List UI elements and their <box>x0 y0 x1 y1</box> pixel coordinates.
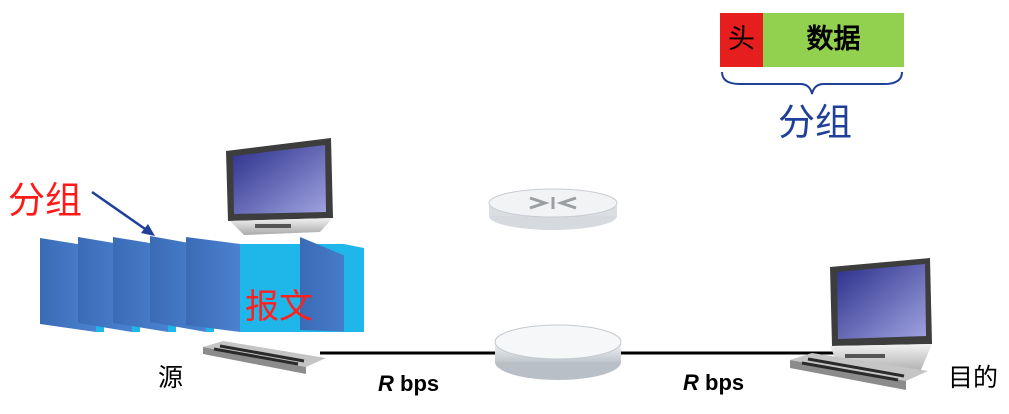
keyboard-icon <box>790 353 928 390</box>
fragment-pointer-arrow <box>91 190 155 236</box>
fragments-label: 分组 <box>8 179 82 222</box>
packet-data-block: 数据 <box>763 13 904 67</box>
destination-label: 目的 <box>948 363 999 392</box>
link-rate-label: R bps <box>378 371 439 397</box>
rate-unit: bps <box>393 371 440 396</box>
packet-fragments <box>40 236 364 332</box>
message-label: 报文 <box>245 287 313 327</box>
rate-symbol: R <box>683 370 699 395</box>
router-icon <box>488 188 618 230</box>
desktop-computer-icon <box>830 258 932 374</box>
link-rate-label: R bps <box>683 370 744 396</box>
packet-caption: 分组 <box>778 101 852 144</box>
rate-unit: bps <box>698 370 745 395</box>
rate-symbol: R <box>378 371 394 396</box>
packet-header-block: 头 <box>720 13 763 67</box>
router-icon <box>494 324 622 380</box>
keyboard-icon <box>203 341 326 374</box>
desktop-computer-icon <box>226 138 333 235</box>
packet-brace <box>721 71 903 95</box>
source-label: 源 <box>158 363 184 392</box>
